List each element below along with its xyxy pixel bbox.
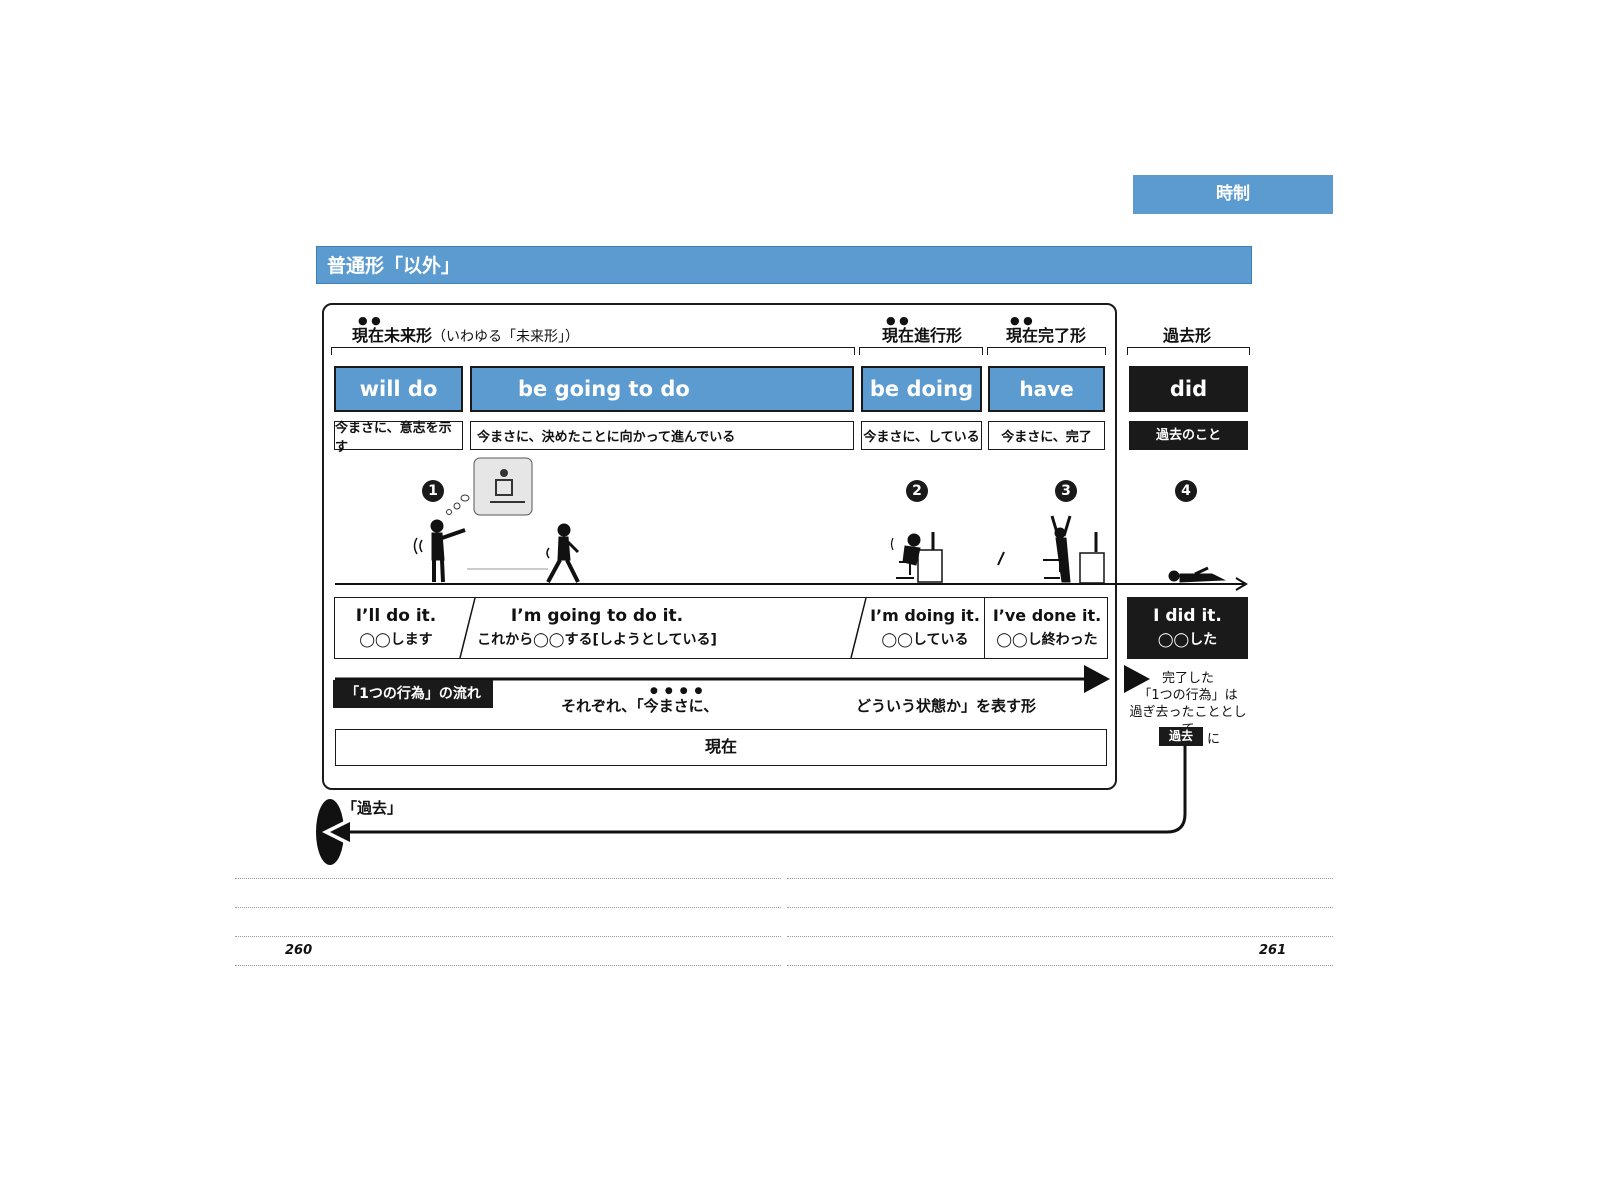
bracket-future bbox=[331, 347, 855, 355]
ruled-line bbox=[235, 936, 781, 937]
past-arrow-label: 「過去」 bbox=[342, 799, 403, 817]
number-4: 4 bbox=[1175, 480, 1197, 502]
flow-text-left: それぞれ、「今まさに、 bbox=[561, 697, 719, 715]
meaning-have-done: 今まさに、完了 bbox=[988, 421, 1105, 450]
category-future: 現在未来形（いわゆる「未来形」） bbox=[352, 326, 580, 345]
past-badge: 過去 bbox=[1159, 727, 1203, 746]
sentence-going-to: I’m going to do it.これから◯◯する[しようとしている] bbox=[477, 606, 717, 648]
meaning-be-doing: 今まさに、している bbox=[861, 421, 982, 450]
person-finished-icon bbox=[997, 515, 1105, 584]
page-number-left: 260 bbox=[285, 943, 313, 958]
form-will-do: will do bbox=[334, 366, 463, 412]
chapter-tag: 時制 bbox=[1133, 175, 1333, 214]
flow-label: 「1つの行為」の流れ bbox=[333, 680, 493, 708]
number-1: 1 bbox=[422, 480, 444, 502]
sentence-done: I’ve done it.◯◯し終わった bbox=[992, 606, 1102, 648]
category-progressive: 現在進行形 bbox=[882, 326, 963, 345]
meaning-be-going-to-do: 今まさに、決めたことに向かって進んでいる bbox=[470, 421, 854, 450]
sentence-divider bbox=[984, 597, 985, 659]
past-suffix: に bbox=[1207, 732, 1221, 747]
flow-dots: ●●●● bbox=[650, 686, 710, 696]
diagram-frame bbox=[322, 303, 1117, 790]
sentence-doing: I’m doing it.◯◯している bbox=[870, 606, 980, 648]
bracket-past bbox=[1127, 347, 1250, 355]
meaning-did: 過去のこと bbox=[1129, 421, 1248, 450]
person-lying-icon bbox=[1168, 566, 1226, 583]
ruled-line bbox=[787, 878, 1333, 879]
form-be-going-to-do: be going to do bbox=[470, 366, 854, 412]
bracket-progressive bbox=[859, 347, 983, 355]
present-box: 現在 bbox=[335, 729, 1107, 766]
sentence-did: I did it.◯◯した bbox=[1127, 597, 1248, 659]
form-did: did bbox=[1129, 366, 1248, 412]
ruled-line bbox=[235, 878, 781, 879]
ruled-line bbox=[787, 936, 1333, 937]
category-perfect: 現在完了形 bbox=[1006, 326, 1087, 345]
number-3: 3 bbox=[1055, 480, 1077, 502]
ruled-line bbox=[235, 907, 781, 908]
form-be-doing: be doing bbox=[861, 366, 982, 412]
sentence-will: I’ll do it.◯◯します bbox=[355, 606, 437, 648]
emphasis-dots-future: ● ● bbox=[358, 314, 381, 327]
section-title: 普通形「以外」 bbox=[316, 246, 1252, 284]
emphasis-dots-perfect: ● ● bbox=[1010, 314, 1033, 327]
emphasis-dots-progressive: ● ● bbox=[886, 314, 909, 327]
ruled-line bbox=[235, 965, 781, 966]
thought-bubble-icon bbox=[446, 457, 533, 516]
ruled-line bbox=[787, 965, 1333, 966]
sentence-row-frame bbox=[334, 597, 1108, 659]
flow-text-right: どういう状態か」を表す形 bbox=[856, 697, 1037, 715]
person-walking-icon bbox=[546, 523, 580, 583]
ruled-line bbox=[787, 907, 1333, 908]
person-pointing-icon bbox=[413, 519, 466, 583]
bracket-perfect bbox=[987, 347, 1106, 355]
category-past: 過去形 bbox=[1163, 326, 1212, 345]
meaning-will-do: 今まさに、意志を示す bbox=[334, 421, 463, 455]
page-number-right: 261 bbox=[1259, 943, 1287, 958]
number-2: 2 bbox=[906, 480, 928, 502]
person-working-icon bbox=[890, 532, 943, 583]
